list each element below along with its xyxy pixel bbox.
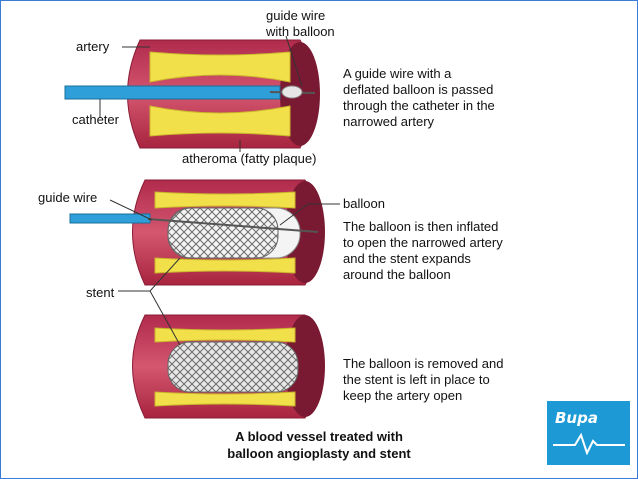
description-step-3: The balloon is removed and the stent is …: [343, 356, 504, 403]
bupa-logo: Bupa: [547, 401, 630, 465]
guide-wire-2: [147, 218, 319, 233]
label-catheter: catheter: [72, 112, 119, 127]
leader-lines: [99, 35, 340, 346]
label-stent: stent: [86, 285, 115, 300]
plaque-bottom-3: [154, 391, 296, 407]
heartbeat-icon: [553, 432, 625, 455]
plaque-top-2: [154, 191, 296, 209]
catheter-tube: [64, 85, 281, 100]
label-atheroma: atheroma (fatty plaque): [182, 151, 317, 166]
plaque-bottom-2: [154, 257, 296, 274]
label-guide-wire: guide wire: [38, 190, 98, 205]
description-step-1: A guide wire with a deflated balloon is …: [343, 66, 495, 129]
figure-caption: A blood vessel treated with balloon angi…: [227, 429, 411, 461]
plaque-bottom-1: [149, 105, 291, 137]
label-balloon: balloon: [343, 196, 385, 211]
label-guide-wire-with-balloon: guide wire with balloon: [266, 8, 335, 39]
deflated-balloon: [281, 85, 303, 99]
artery-panel-3: [132, 314, 325, 419]
stent-expanding: [167, 207, 279, 259]
artery-panel-2: [69, 179, 325, 286]
plaque-top-3: [154, 327, 296, 343]
label-artery: artery: [76, 39, 110, 54]
stent-in-place: [167, 341, 299, 393]
catheter-tube-2: [69, 213, 151, 224]
description-step-2: The balloon is then inflated to open the…: [343, 219, 503, 282]
plaque-top-1: [149, 51, 291, 83]
artery-panel-1: [64, 39, 320, 149]
